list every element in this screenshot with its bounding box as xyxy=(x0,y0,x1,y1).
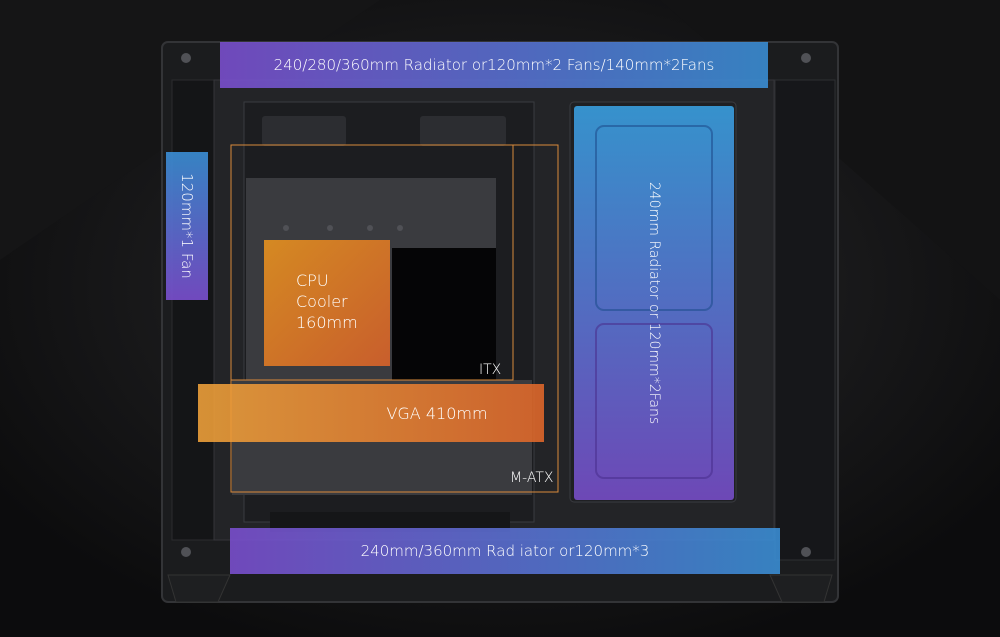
top-radiator-zone xyxy=(220,42,768,88)
vga-label: VGA 410mm xyxy=(386,403,488,423)
side-radiator-label: 240mm Radiator or 120mm*2Fans xyxy=(646,181,662,425)
vga-zone xyxy=(198,384,544,442)
rear-fan-label-box: 120mm*1 Fan xyxy=(166,152,208,300)
side-radiator-zone xyxy=(574,106,734,500)
top-radiator-label-box: 240/280/360mm Radiator or120mm*2 Fans/14… xyxy=(220,42,768,88)
vga-label-box: VGA 410mm xyxy=(320,384,554,442)
matx-label: M-ATX xyxy=(510,470,554,486)
bottom-radiator-label-box: 240mm/360mm Rad iator or120mm*3 xyxy=(230,528,780,574)
itx-outline xyxy=(230,144,514,381)
cpu-cooler-line-2: Cooler xyxy=(296,292,348,311)
bottom-radiator-label: 240mm/360mm Rad iator or120mm*3 xyxy=(360,542,650,560)
top-radiator-label: 240/280/360mm Radiator or120mm*2 Fans/14… xyxy=(273,56,715,74)
bottom-radiator-zone xyxy=(230,528,780,574)
cpu-cooler-zone xyxy=(264,240,390,366)
rear-fan-label: 120mm*1 Fan xyxy=(178,173,196,279)
rear-fan-zone xyxy=(166,152,208,300)
side-radiator-label-box: 240mm Radiator or 120mm*2Fans xyxy=(574,106,734,500)
cpu-cooler-line-1: CPU xyxy=(296,271,329,290)
cpu-cooler-line-3: 160mm xyxy=(296,313,358,332)
itx-label: ITX xyxy=(479,362,502,378)
cpu-cooler-label: CPU Cooler 160mm xyxy=(296,270,358,333)
